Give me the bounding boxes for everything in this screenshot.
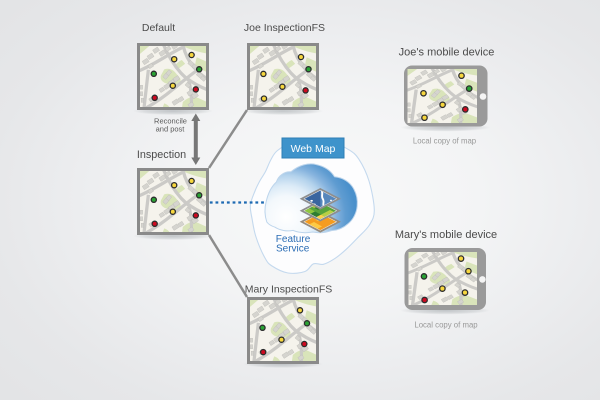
svg-text:Web Map: Web Map <box>291 143 336 155</box>
svg-text:and post: and post <box>156 125 186 134</box>
svg-text:Service: Service <box>276 244 310 255</box>
svg-text:Local copy of map: Local copy of map <box>413 136 477 145</box>
svg-text:Default: Default <box>142 22 175 34</box>
svg-text:Joe InspectionFS: Joe InspectionFS <box>244 22 325 34</box>
svg-text:Local copy of map: Local copy of map <box>414 320 478 329</box>
svg-text:Reconcile: Reconcile <box>154 117 187 126</box>
svg-text:Mary InspectionFS: Mary InspectionFS <box>245 284 333 296</box>
svg-text:Mary's mobile device: Mary's mobile device <box>395 229 497 241</box>
svg-text:Feature: Feature <box>276 234 311 245</box>
svg-text:Inspection: Inspection <box>137 149 186 161</box>
svg-text:Joe's mobile device: Joe's mobile device <box>399 47 495 59</box>
